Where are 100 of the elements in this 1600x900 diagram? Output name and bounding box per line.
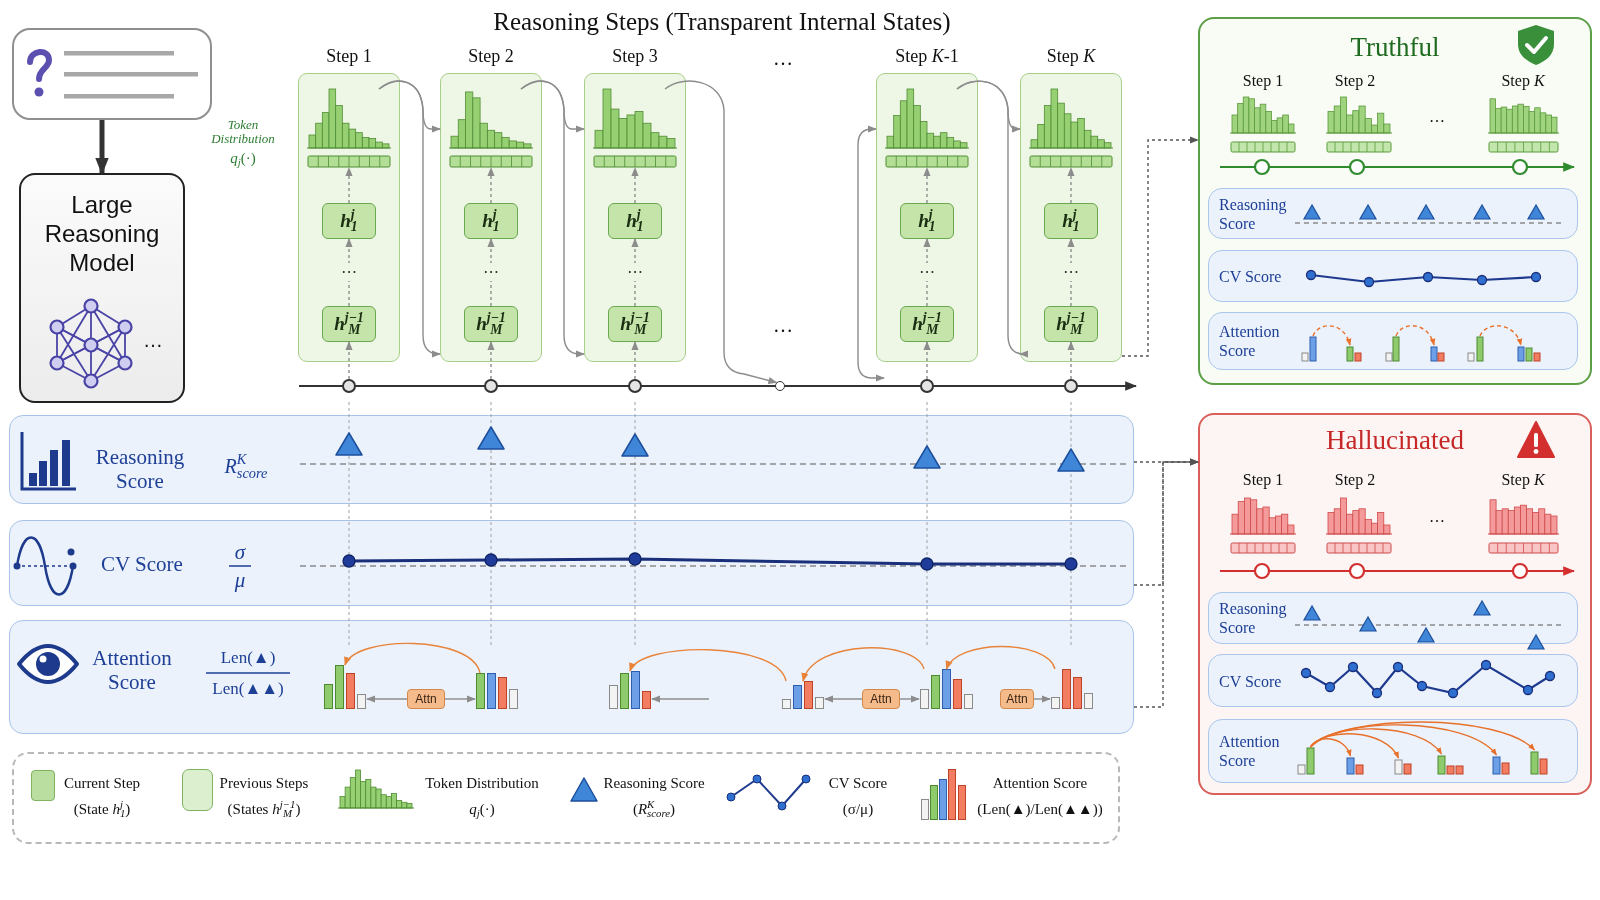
formula: Len(▲▲) (212, 678, 284, 700)
step-label: Step K (1046, 45, 1096, 67)
arrow (95, 120, 109, 175)
arrow (366, 695, 408, 703)
step-label: Step 1 (1242, 470, 1284, 490)
step-label: Step K (1501, 470, 1545, 490)
truthful-panel (1198, 17, 1592, 385)
panel-title: Truthful (1350, 31, 1440, 63)
attention-bars (609, 671, 651, 709)
dashed-arrow (631, 167, 639, 204)
formula: q$_{j}$(·) (230, 149, 256, 168)
band-title: Attention Score (1219, 322, 1281, 360)
arrow (956, 80, 1029, 358)
step-label: Step 3 (612, 45, 658, 67)
dashed-arrow (1067, 167, 1075, 204)
score-band (9, 620, 1134, 734)
score-band (1208, 188, 1578, 239)
diagram-title: Reasoning Steps (Transparent Internal States) (493, 7, 951, 37)
band-title: Reasoning Score (94, 445, 186, 493)
arrow (378, 80, 441, 358)
attention-bars (324, 665, 366, 709)
arrow (344, 642, 481, 674)
model-title: Large Reasoning Model (43, 190, 161, 277)
band-title: Attention Score (91, 646, 173, 694)
step-label: Step 1 (1242, 71, 1284, 91)
dashed-arrow (1133, 458, 1199, 708)
timeline-node (484, 379, 498, 393)
timeline-node (775, 381, 785, 391)
dashed-arrow (345, 167, 353, 204)
score-band (9, 520, 1134, 606)
ellipsis: … (773, 48, 793, 68)
dashed-arrow (487, 341, 495, 380)
histogram-chart (307, 89, 391, 168)
band-title: CV Score (101, 551, 183, 577)
attention-bars (476, 673, 518, 709)
arrow (444, 695, 476, 703)
step-label: Step 2 (1334, 470, 1376, 490)
histogram-chart (1029, 89, 1113, 168)
arrow (857, 125, 885, 382)
arrow (651, 695, 710, 703)
dashed-arrow (345, 341, 353, 380)
ellipsis: … (143, 330, 163, 350)
ellipsis: … (1429, 107, 1445, 127)
attn-tag: Attn (407, 689, 445, 709)
dashed-arrow (923, 167, 931, 204)
dashed-arrow (1121, 136, 1199, 357)
formula: σ (234, 540, 246, 564)
band-title: CV Score (1219, 671, 1283, 690)
dashed-arrow (345, 238, 353, 307)
step-label: Step K-1 (895, 45, 959, 67)
legend-label: Attention Score (Len(▲)/Len(▲▲)) (976, 774, 1104, 819)
attention-bars (782, 681, 824, 709)
ellipsis: … (773, 315, 793, 335)
dashed-arrow (631, 238, 639, 307)
legend-label: CV Score (σ/μ) (827, 774, 889, 819)
model-box (19, 173, 185, 403)
arrow (664, 80, 778, 384)
timeline-node (628, 379, 642, 393)
attention-bars (1051, 669, 1093, 709)
score-band (1208, 654, 1578, 707)
histogram-chart (885, 89, 969, 168)
dashed-arrow (1067, 238, 1075, 307)
score-band (9, 415, 1134, 504)
band-title: CV Score (1219, 266, 1283, 286)
timeline-node (1064, 379, 1078, 393)
legend-label: Previous Steps (States h$^{j−1}$$_{M}$) (218, 774, 310, 822)
question-card (12, 28, 212, 120)
attn-tag: Attn (1000, 689, 1034, 709)
arrow (824, 695, 863, 703)
band-title: Attention Score (1219, 732, 1281, 770)
score-band (1208, 250, 1578, 302)
dashed-arrow (631, 341, 639, 380)
arrow (945, 645, 1056, 670)
dashed-arrow (1067, 341, 1075, 380)
arrow (802, 647, 925, 682)
legend-label: Token Distribution q$_{j}$(·) (424, 774, 540, 822)
dashed-arrow (923, 238, 931, 307)
arrow (520, 80, 585, 358)
panel-title: Hallucinated (1326, 424, 1464, 456)
dashed-arrow (923, 341, 931, 380)
step-label: Step K (1501, 71, 1545, 91)
histogram-chart (593, 89, 677, 168)
timeline-node (920, 379, 934, 393)
formula: μ (234, 568, 246, 592)
step-label: Step 2 (1334, 71, 1376, 91)
arrow (1033, 695, 1051, 703)
attn-tag: Attn (862, 689, 900, 709)
legend-label: Reasoning Score (R$^{K}$$_{score}$) (602, 774, 706, 822)
annotation-label: Token Distribution (210, 118, 276, 146)
formula: Len(▲) (220, 647, 276, 669)
band-title: Reasoning Score (1219, 194, 1288, 233)
arrow (629, 649, 787, 682)
dashed-arrow (487, 167, 495, 204)
histogram-chart (449, 89, 533, 168)
ellipsis: … (1429, 507, 1445, 527)
step-label: Step 2 (468, 45, 514, 67)
timeline-node (342, 379, 356, 393)
legend-label: Current Step (State h$^{j}$$_{1}$) (62, 774, 142, 822)
attention-bars (920, 669, 973, 709)
step-label: Step 1 (326, 45, 372, 67)
